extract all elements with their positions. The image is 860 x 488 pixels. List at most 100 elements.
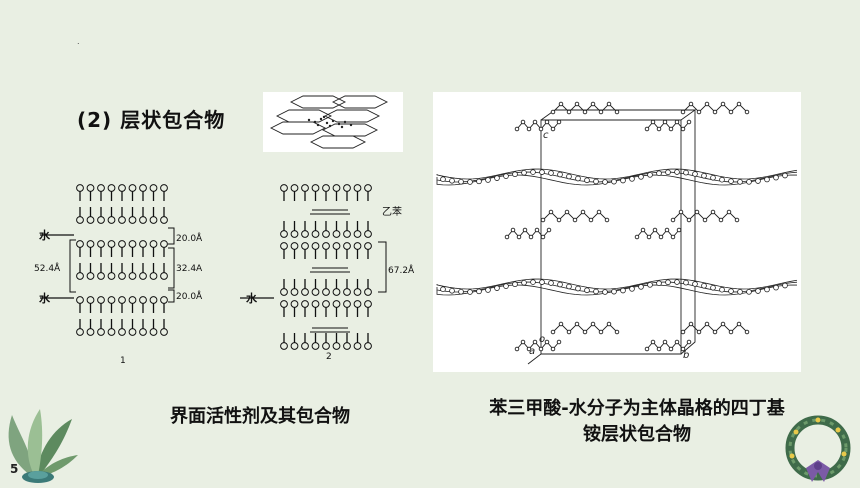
lipid-head: [290, 184, 299, 192]
layer-atom: [773, 174, 779, 181]
chain-atom: [604, 217, 610, 223]
layer-atom: [656, 280, 662, 287]
corner-b: b: [683, 350, 689, 361]
chain-atom: [674, 119, 680, 125]
lipid-head: [311, 300, 320, 308]
layer-atom: [764, 176, 770, 183]
layer-atom: [746, 289, 752, 295]
chain-atom: [528, 234, 534, 240]
lipid-head: [160, 216, 168, 224]
lipid-head: [97, 240, 105, 248]
heading-title: 层状包合物: [120, 108, 226, 132]
chain-atom: [656, 126, 662, 132]
lipid-head: [290, 242, 299, 250]
chain-atom: [540, 234, 546, 240]
diagram1-lipid-layers: [76, 184, 168, 336]
lipid-head: [149, 216, 158, 224]
heading-number: (2): [77, 108, 113, 132]
lipid-head: [311, 242, 320, 250]
layer-atom: [764, 286, 770, 293]
chain-atom: [526, 126, 532, 132]
chain-atom: [644, 346, 650, 352]
lipid-head: [343, 242, 351, 250]
chain-atom: [686, 339, 692, 345]
corner-a: a: [529, 346, 535, 357]
layer-atom: [467, 179, 473, 185]
layer-atom: [548, 280, 554, 286]
lipid-head: [364, 242, 372, 250]
chain-atom: [680, 109, 686, 115]
lipid-head: [76, 240, 84, 248]
layer-atom: [485, 287, 491, 293]
chain-atom: [566, 329, 572, 335]
chain-atom: [504, 234, 510, 240]
lipid-head: [290, 230, 299, 238]
layer-atom: [710, 285, 716, 291]
lipid-head: [364, 184, 372, 192]
lipid-head: [139, 272, 147, 280]
chain-atom: [656, 346, 662, 352]
lipid-head: [322, 230, 330, 238]
chain-atom: [734, 217, 740, 223]
caption-left: 界面活性剂及其包合物: [170, 406, 350, 427]
layer-atom: [755, 288, 761, 294]
chain-atom: [598, 329, 604, 335]
unit-cell: [527, 109, 697, 365]
chain-atom: [514, 346, 520, 352]
chain-atom: [696, 329, 702, 335]
lipid-head: [353, 300, 362, 308]
lipid-head: [311, 184, 320, 192]
layer-atom: [665, 169, 671, 176]
lipid-head: [290, 342, 299, 350]
lipid-head: [118, 184, 126, 192]
layer-atom: [710, 175, 716, 181]
lipid-head: [76, 272, 84, 280]
chain-atom: [668, 126, 674, 132]
layer-atom: [539, 279, 545, 285]
lipid-head: [322, 288, 330, 296]
layer-atom: [584, 177, 590, 184]
layer-atom: [575, 285, 581, 292]
layer-atom: [593, 178, 599, 185]
lipid-head: [149, 296, 158, 304]
layer-atom: [521, 280, 527, 286]
chain-atom: [726, 209, 732, 215]
lipid-head: [160, 240, 168, 248]
layer-atom: [683, 169, 689, 176]
lipid-head: [311, 342, 320, 350]
lipid-head: [280, 342, 288, 350]
fig-number-1: 1: [120, 356, 126, 366]
lipid-head: [332, 184, 341, 192]
chain-atom: [662, 339, 668, 345]
crystal-structure-figure: c a o b: [433, 92, 801, 372]
lipid-head: [128, 272, 137, 280]
corner-o: o: [539, 334, 545, 345]
chain-atom: [646, 234, 652, 240]
chain-atom: [720, 101, 726, 107]
layer-atom: [719, 286, 725, 293]
chain-atom: [564, 209, 570, 215]
chain-atom: [590, 321, 596, 327]
lipid-head: [353, 288, 362, 296]
diagram2-lipid-layers: [280, 184, 372, 350]
chain-atom: [532, 339, 538, 345]
chain-atom: [728, 329, 734, 335]
layer-atom: [530, 169, 536, 175]
chain-atom: [680, 329, 686, 335]
layer-atom: [683, 279, 689, 286]
label-ethylbenzene: 乙苯: [382, 205, 402, 218]
lipid-head: [301, 342, 309, 350]
layer-atom: [440, 286, 446, 292]
chain-atom: [566, 109, 572, 115]
lipid-head: [353, 242, 362, 250]
layer-atom: [503, 173, 509, 179]
layer-atom: [611, 178, 617, 185]
chain-atom: [736, 101, 742, 107]
layer-atom: [728, 288, 734, 294]
layer-atom: [746, 179, 752, 185]
lipid-head: [311, 288, 320, 296]
lipid-head: [107, 184, 116, 192]
chain-atom: [696, 109, 702, 115]
lipid-head: [332, 342, 341, 350]
chain-atom: [514, 126, 520, 132]
